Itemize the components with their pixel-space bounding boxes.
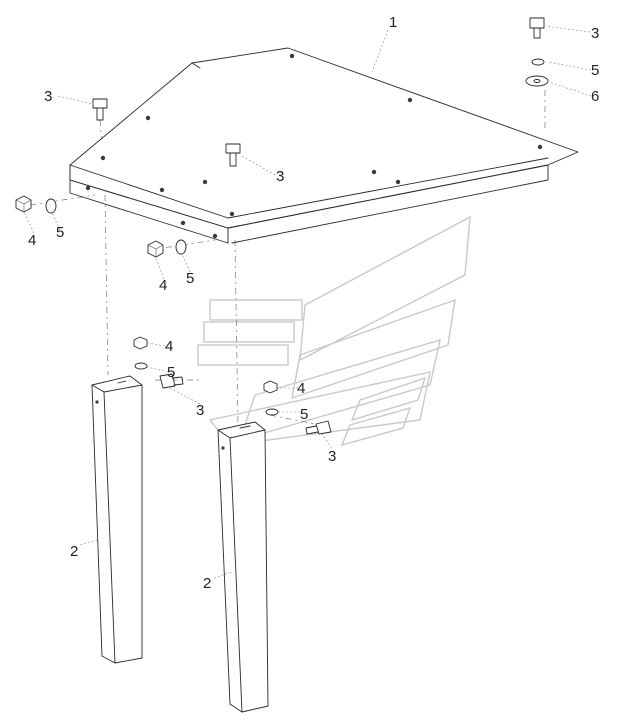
nut-left-inner <box>147 240 164 258</box>
callout-3-leg-left: 3 <box>196 402 204 419</box>
callout-5-left-inner: 5 <box>186 270 194 287</box>
callout-5-leg-right: 5 <box>300 406 308 423</box>
bolt-top-left <box>92 98 108 121</box>
leader-lines <box>23 25 592 579</box>
washer-leg-right <box>265 408 279 416</box>
leg-right-part-2 <box>217 421 269 713</box>
washer-top-right <box>531 58 545 66</box>
flat-washer-part-6 <box>525 75 549 87</box>
bolt-side-left <box>159 373 184 389</box>
washer-left-inner <box>175 239 187 255</box>
bolt-center <box>225 143 241 167</box>
watermark-logo <box>197 215 471 447</box>
callout-3-top-left: 3 <box>44 88 52 105</box>
washer-left-outer <box>45 198 57 214</box>
nut-leg-right <box>263 380 278 394</box>
callout-5-top-right: 5 <box>591 62 599 79</box>
nut-left-outer <box>15 195 32 213</box>
callout-4-leg-left: 4 <box>165 338 173 355</box>
top-plate-part-1 <box>69 47 579 244</box>
callout-4-leg-right: 4 <box>297 380 305 397</box>
bolt-side-right <box>305 420 332 435</box>
callout-2-right-leg: 2 <box>203 575 211 592</box>
callout-3-leg-right: 3 <box>328 448 336 465</box>
callout-2-left-leg: 2 <box>70 543 78 560</box>
callout-labels: 1 3 5 6 3 3 4 5 4 5 4 5 3 4 5 3 2 2 <box>28 14 599 592</box>
callout-5-leg-left: 5 <box>167 364 175 381</box>
callout-1: 1 <box>389 14 397 31</box>
bolt-top-right <box>529 17 545 39</box>
callout-3-center: 3 <box>276 168 284 185</box>
nut-leg-left <box>133 336 148 350</box>
washer-leg-left <box>134 362 148 370</box>
callout-5-left-outer: 5 <box>56 224 64 241</box>
callout-3-top-right: 3 <box>591 25 599 42</box>
callout-6: 6 <box>591 88 599 105</box>
callout-4-left-outer: 4 <box>28 232 36 249</box>
leg-left-part-2 <box>91 375 143 664</box>
callout-4-left-inner: 4 <box>159 277 167 294</box>
